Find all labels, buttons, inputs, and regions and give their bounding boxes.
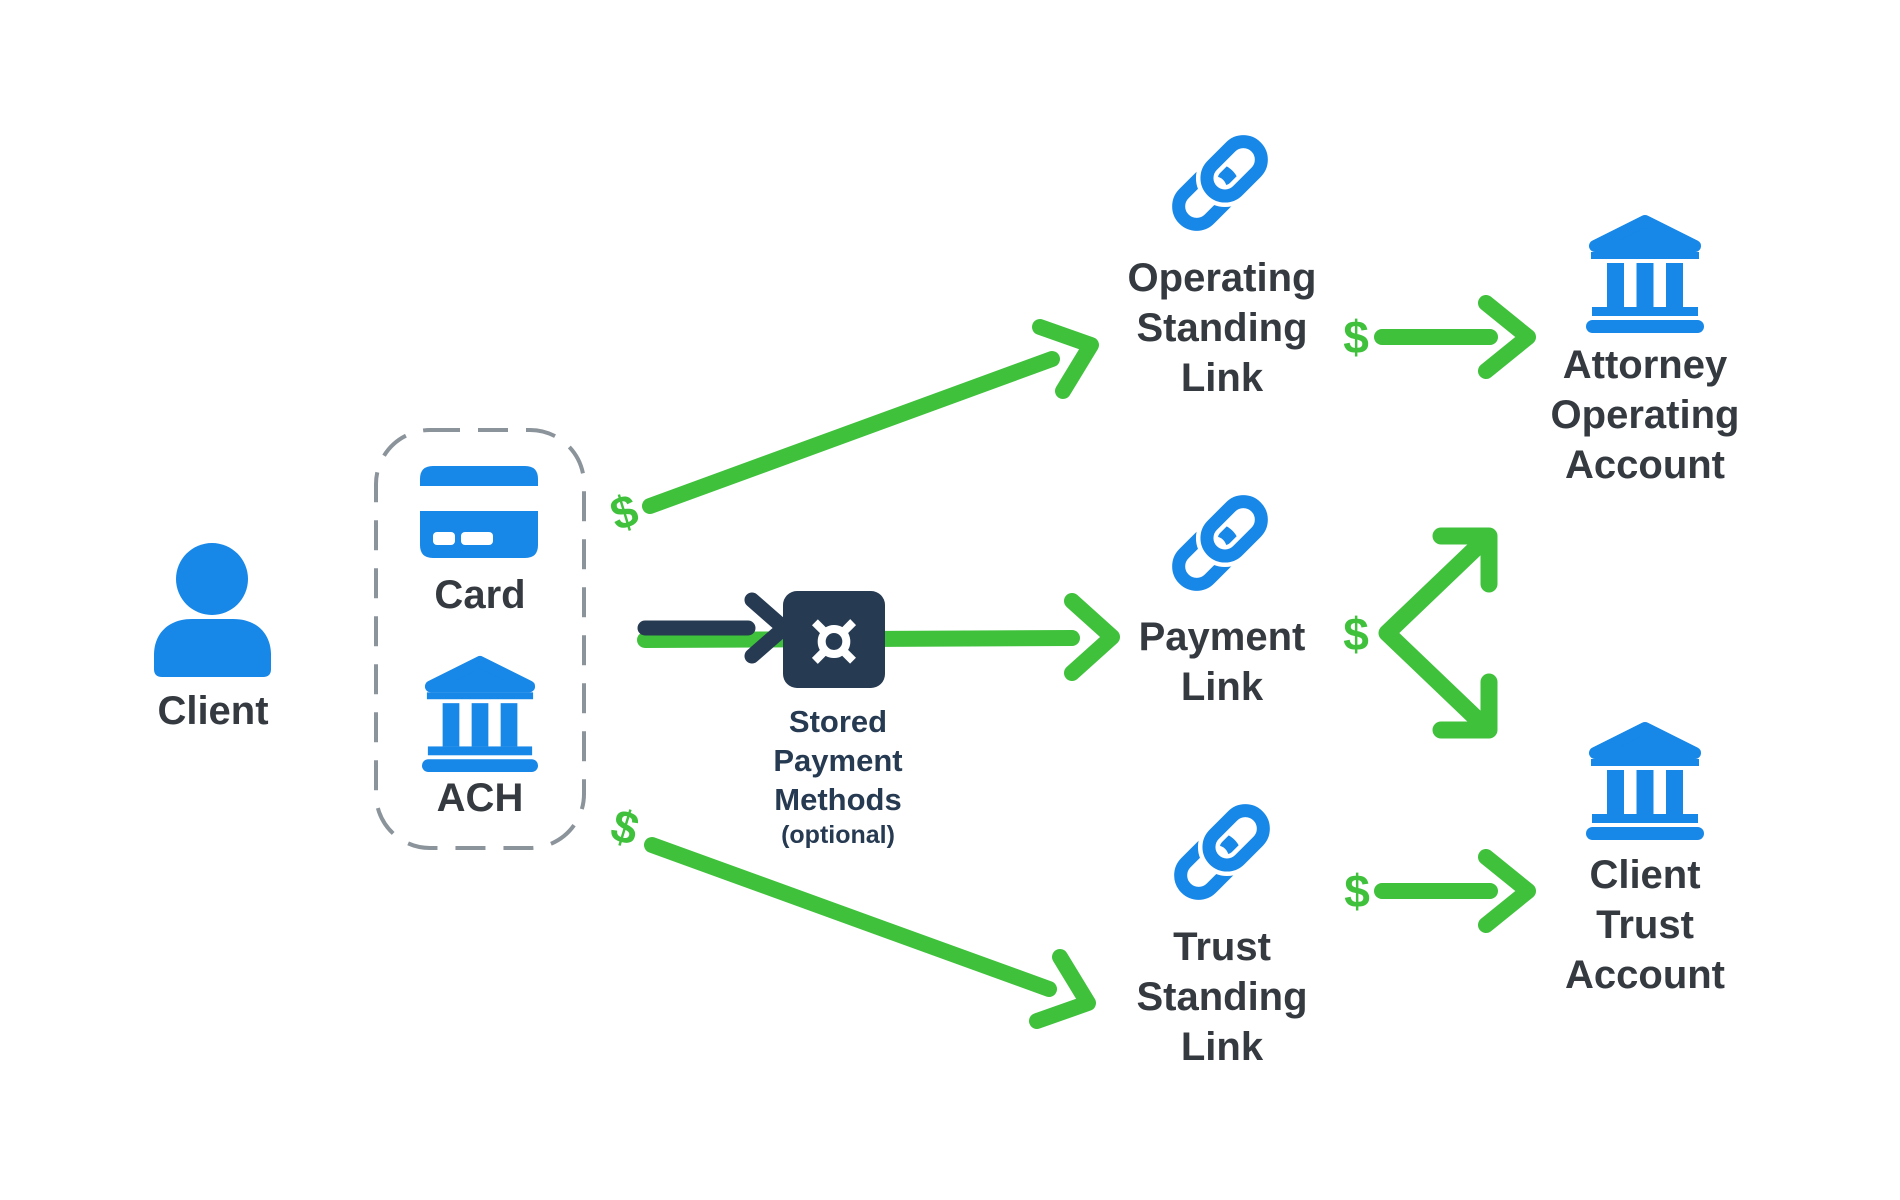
stored-payment-methods-label: Stored Payment Methods (optional)	[773, 702, 902, 852]
stored-label-line2: Payment	[773, 743, 903, 778]
trust-link-line1: Trust	[1173, 925, 1271, 969]
credit-card-icon	[420, 466, 538, 558]
dollar-marker-trust: $	[1344, 865, 1370, 917]
trust-standing-link-label: Trust Standing Link	[1136, 922, 1307, 1072]
operating-link-line1: Operating	[1127, 256, 1317, 300]
operating-standing-link-label: Operating Standing Link	[1128, 253, 1317, 403]
attorney-account-line1: Attorney	[1562, 343, 1728, 387]
card-label: Card	[434, 573, 526, 617]
dollar-marker-payment-fork: $	[1343, 608, 1369, 660]
attorney-account-line3: Account	[1565, 443, 1725, 487]
client-trust-line1: Client	[1589, 853, 1701, 897]
client-trust-line3: Account	[1565, 953, 1725, 997]
stored-payment-methods-box: ¤	[783, 591, 885, 688]
chain-link-icon-trust	[1165, 795, 1279, 909]
client-trust-line2: Trust	[1596, 903, 1694, 947]
operating-link-line3: Link	[1180, 356, 1264, 400]
attorney-account-line2: Operating	[1550, 393, 1740, 437]
payment-link-line1: Payment	[1138, 615, 1306, 659]
chain-link-icon-payment	[1163, 486, 1277, 600]
dollar-marker-operating: $	[1343, 311, 1369, 363]
operating-link-line2: Standing	[1136, 306, 1308, 350]
arrow-operating-link-to-attorney-account	[1374, 295, 1536, 379]
ach-label: ACH	[436, 776, 524, 820]
bank-icon-client-trust	[1583, 720, 1707, 840]
person-icon	[150, 541, 275, 679]
attorney-operating-account-label: Attorney Operating Account	[1551, 340, 1740, 490]
client-label: Client	[157, 689, 269, 733]
ach-bank-icon	[419, 654, 541, 772]
stored-label-optional: (optional)	[781, 821, 895, 849]
bank-icon-attorney	[1583, 213, 1707, 333]
arrow-payment-link-fork	[1378, 527, 1498, 739]
stored-label-line1: Stored	[788, 704, 888, 739]
payment-methods-group-border	[374, 428, 586, 850]
payment-link-label: Payment Link	[1139, 612, 1306, 712]
chain-link-icon-operating	[1163, 126, 1277, 240]
currency-icon: ¤	[809, 594, 859, 685]
arrow-card-to-operating-link	[642, 319, 1099, 514]
payment-link-line2: Link	[1180, 665, 1264, 709]
arrow-trust-link-to-client-trust-account	[1374, 849, 1536, 933]
arrow-ach-to-trust-link	[644, 837, 1096, 1029]
trust-link-line2: Standing	[1136, 975, 1308, 1019]
trust-link-line3: Link	[1180, 1025, 1264, 1069]
stored-label-line3: Methods	[774, 782, 902, 817]
client-trust-account-label: Client Trust Account	[1565, 850, 1725, 1000]
